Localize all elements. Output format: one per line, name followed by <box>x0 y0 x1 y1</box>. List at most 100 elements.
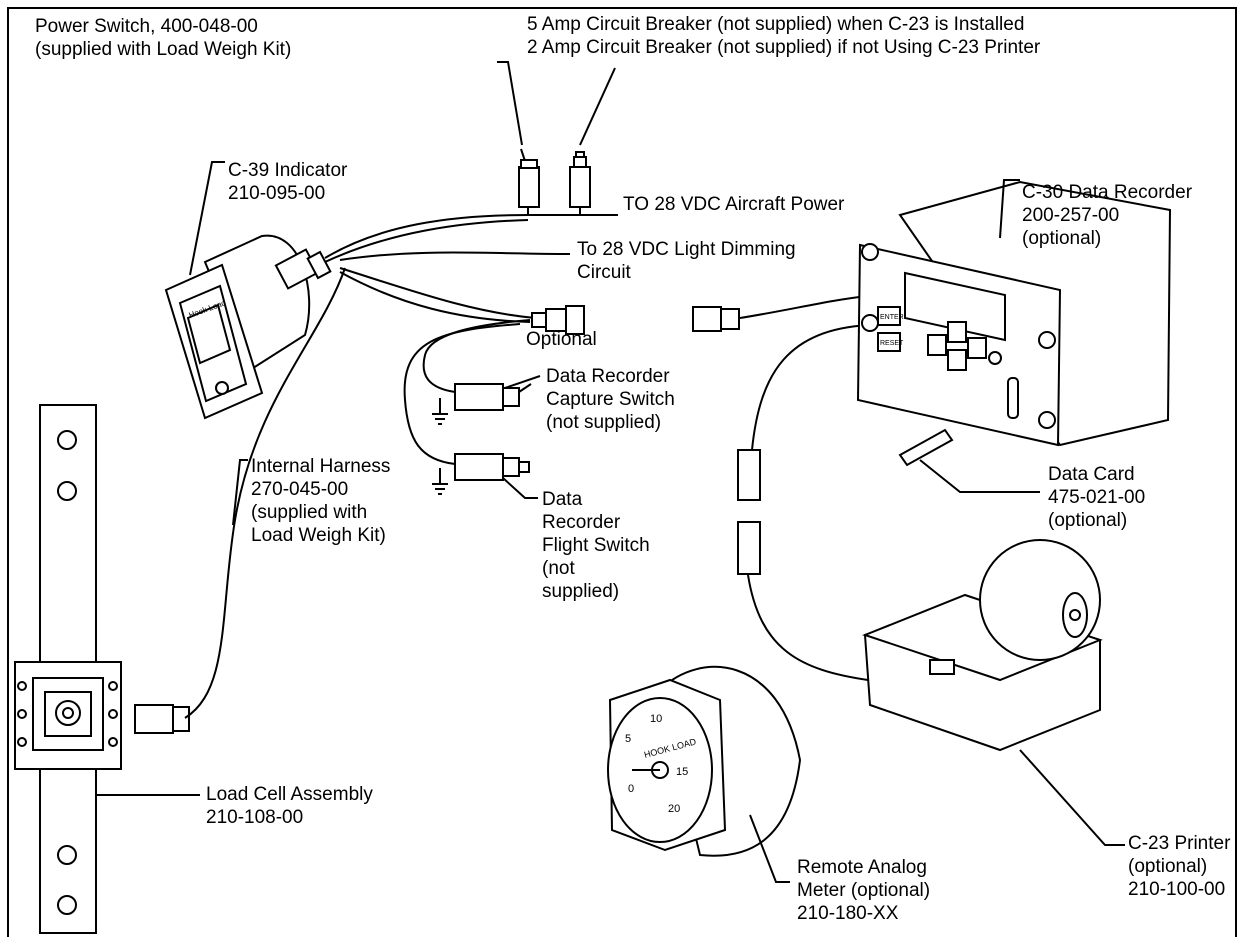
recorder-reset-label: RESET <box>880 340 904 347</box>
leader-c39 <box>189 161 225 276</box>
ground-icon <box>432 398 448 425</box>
strap-hole <box>57 845 77 865</box>
light-dimming-wire <box>339 251 571 261</box>
label-load-cell: Load Cell Assembly 210-108-00 <box>206 784 373 828</box>
label-analog-meter: Remote Analog Meter (optional) 210-180-X… <box>797 857 931 924</box>
label-data-card: Data Card 475-021-00 (optional) <box>1048 464 1146 531</box>
recorder-plug-body <box>692 306 722 332</box>
harness-to-power-wire-2 <box>324 219 529 263</box>
meter-tick-label: 10 <box>650 713 662 725</box>
optional-connector-wire-2 <box>339 271 531 323</box>
flight-switch <box>432 453 530 495</box>
indicator-display <box>186 303 232 365</box>
recorder-mount-screw <box>1038 411 1056 429</box>
label-c39-indicator: C-39 Indicator 210-095-00 <box>228 160 348 204</box>
c30-data-recorder: ENTER RESET <box>856 180 1172 447</box>
inline-connector <box>737 449 761 501</box>
leader-c30 <box>999 179 1020 239</box>
load-cell-connector-pin <box>62 707 74 719</box>
aircraft-power-wire <box>527 207 618 216</box>
label-capture-switch: Data Recorder Capture Switch (not suppli… <box>546 366 675 433</box>
recorder-plug <box>692 306 740 332</box>
flight-switch-wire <box>403 323 521 465</box>
bolt-icon <box>17 709 27 719</box>
load-cell-plug-tab <box>172 706 190 732</box>
capture-switch-plunger <box>518 383 532 393</box>
inline-connector <box>737 521 761 575</box>
optional-connector-tail <box>531 312 547 328</box>
indicator-knob <box>215 381 229 395</box>
internal-harness-wire <box>184 267 346 719</box>
optional-connector-wire <box>339 267 536 319</box>
recorder-mount-screw <box>861 314 879 332</box>
optional-connector <box>531 305 585 335</box>
label-aircraft-power: TO 28 VDC Aircraft Power <box>623 194 845 215</box>
capture-switch-wire <box>422 319 531 393</box>
power-switch-collar <box>520 159 538 169</box>
recorder-reset-button <box>877 332 901 352</box>
bolt-icon <box>108 737 118 747</box>
data-card-body <box>898 428 954 467</box>
printer-lever <box>929 659 955 675</box>
flight-switch-button <box>502 457 520 477</box>
c39-indicator: Hook Load <box>164 234 311 420</box>
meter-tick-label: 20 <box>668 803 680 815</box>
inline-connectors <box>737 449 761 575</box>
bolt-icon <box>108 681 118 691</box>
label-circuit-breaker: 5 Amp Circuit Breaker (not supplied) whe… <box>527 14 1041 58</box>
arrow-up-button <box>947 321 967 343</box>
leader-meter <box>749 814 790 883</box>
label-optional: Optional <box>526 329 597 350</box>
leader-data-card <box>919 459 1040 493</box>
leader-power-switch <box>497 61 523 146</box>
label-internal-harness: Internal Harness 270-045-00 (supplied wi… <box>251 456 391 546</box>
harness-to-power-wire <box>324 214 529 259</box>
recorder-enter-label: ENTER <box>880 314 904 321</box>
data-card <box>898 428 954 467</box>
strap-hole <box>57 895 77 915</box>
recorder-display <box>904 271 1006 342</box>
recorder-wire <box>739 295 869 319</box>
label-c23-printer: C-23 Printer (optional) 210-100-00 <box>1128 833 1231 900</box>
harness-connector <box>274 248 332 290</box>
recorder-enter-button <box>877 306 901 326</box>
circuit-breaker-cap <box>575 151 585 158</box>
bolt-icon <box>108 709 118 719</box>
label-flight-switch: Data Recorder Flight Switch (not supplie… <box>542 489 650 602</box>
meter-tick-label: 0 <box>628 783 634 795</box>
circuit-breaker-button <box>573 156 587 168</box>
meter-tick-label: 15 <box>676 766 688 778</box>
paper-roll-hub <box>1069 609 1081 621</box>
strap-hole <box>57 481 77 501</box>
flight-switch-cap <box>518 461 530 473</box>
circuit-breaker-body <box>569 166 591 208</box>
capture-switch <box>432 383 532 425</box>
ground-icon <box>432 468 448 495</box>
arrow-left-button <box>927 334 947 356</box>
capture-switch-body <box>454 383 504 411</box>
strap-hole <box>57 430 77 450</box>
bolt-icon <box>17 737 27 747</box>
remote-analog-meter: HOOK LOAD 0 5 10 15 20 <box>607 665 802 857</box>
load-cell-plug <box>134 704 174 734</box>
leader-printer <box>1019 749 1125 846</box>
meter-tick-label: 5 <box>625 733 631 745</box>
power-switch <box>518 148 540 208</box>
flight-switch-body <box>454 453 504 481</box>
label-light-dimming: To 28 VDC Light Dimming Circuit <box>577 239 796 283</box>
connector-nut <box>306 250 332 280</box>
capture-switch-button <box>502 387 520 407</box>
leader-capture <box>504 375 541 389</box>
diagram-border <box>7 7 1237 937</box>
label-c30-recorder: C-30 Data Recorder 200-257-00 (optional) <box>1022 182 1193 249</box>
circuit-breaker <box>569 151 591 208</box>
printer-wire <box>747 574 869 681</box>
optional-connector-nut <box>565 305 585 335</box>
leader-flight <box>502 477 538 499</box>
arrow-down-button <box>947 349 967 371</box>
power-switch-body <box>518 166 540 208</box>
recorder-mount-screw <box>861 243 879 261</box>
bolt-icon <box>17 681 27 691</box>
leader-circuit-breaker <box>579 67 616 146</box>
